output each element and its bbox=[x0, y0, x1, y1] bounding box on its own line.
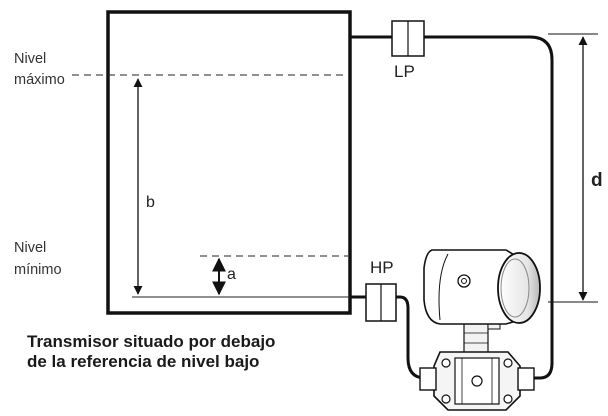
dimension-a-label: a bbox=[227, 266, 236, 283]
transmitter-cover bbox=[497, 252, 541, 324]
max-level-label-line2: máximo bbox=[14, 72, 65, 88]
hp-impulse-line bbox=[350, 295, 436, 380]
tank bbox=[106, 10, 352, 315]
max-level-label-line1: Nivel bbox=[14, 51, 47, 67]
caption-line2: de la referencia de nivel bajo bbox=[27, 352, 260, 371]
hp-label: HP bbox=[370, 258, 394, 277]
dimension-d-label: d bbox=[591, 170, 603, 191]
lp-impulse-line bbox=[350, 35, 554, 380]
min-level-label-line2: mínimo bbox=[14, 262, 62, 278]
min-level-label-line1: Nivel bbox=[14, 240, 47, 256]
dimension-b-label: b bbox=[146, 194, 155, 211]
lp-label: LP bbox=[394, 62, 415, 81]
caption-line1: Transmisor situado por debajo bbox=[27, 332, 276, 351]
differential-pressure-transmitter bbox=[419, 249, 541, 411]
